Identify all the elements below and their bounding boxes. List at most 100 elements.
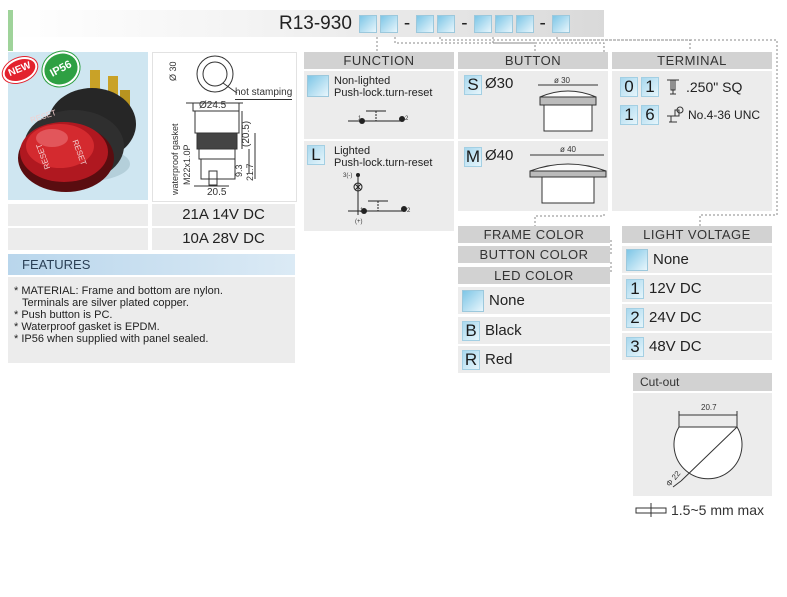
voltage-12v-label: 12V DC: [649, 280, 702, 297]
voltage-code-1: 1: [626, 278, 644, 299]
voltage-48v-label: 48V DC: [649, 338, 702, 355]
terminal-01-label: .250" SQ: [686, 79, 743, 95]
terminal-option-16: 1 6 No.4-36 UNC: [620, 105, 760, 125]
function-1-pin1: 1: [358, 116, 362, 122]
cutout-title: Cut-out: [640, 375, 680, 389]
button-option-s: S Ø30 ø 30: [458, 71, 608, 139]
dimension-drawing: Ø 30 hot stamping Ø24.5 (20.5) waterproo…: [152, 52, 297, 202]
terminal-title: TERMINAL: [657, 53, 727, 68]
button-color-header: BUTTON COLOR: [458, 246, 610, 263]
voltage-header: LIGHT VOLTAGE: [622, 226, 772, 243]
code-slot-button-color: [494, 15, 513, 33]
cutout-thickness: 1.5~5 mm max: [634, 502, 764, 518]
rating-cell-2-left: [8, 228, 148, 250]
frame-color-title: FRAME COLOR: [483, 227, 585, 242]
button-color-title: BUTTON COLOR: [479, 247, 589, 262]
rating-2-text: 10A 28V DC: [182, 230, 265, 247]
led-color-title: LED COLOR: [494, 268, 574, 283]
terminal-code-0: 0: [620, 77, 638, 97]
button-s-drawing-icon: [538, 84, 598, 132]
code-slot-frame-color: [473, 15, 492, 33]
panel-thickness-icon: [635, 503, 667, 517]
button-s-label: Ø30: [485, 75, 514, 92]
function-option-lighted: L Lighted Push-lock.turn-reset 3(-) (+) …: [304, 141, 454, 231]
button-option-m: M Ø40 ø 40: [458, 141, 608, 211]
separator: -: [403, 13, 411, 34]
dim-20-5-bottom: 20.5: [207, 187, 227, 198]
cutout-shape-icon: [672, 411, 743, 488]
color-option-none: None: [458, 287, 610, 314]
code-slot-button: [379, 15, 398, 33]
function-2-line1: Lighted: [334, 145, 371, 157]
rating-1-text: 21A 14V DC: [182, 206, 265, 223]
color-black-label: Black: [485, 322, 522, 339]
dim-hot-stamping: hot stamping: [235, 87, 293, 100]
separator: -: [539, 13, 546, 34]
new-badge-text: NEW: [6, 60, 33, 80]
product-illustration: [18, 70, 136, 192]
feature-line: * IP56 when supplied with panel sealed.: [14, 333, 209, 345]
function-code-blank: [307, 75, 329, 97]
function-1-line2: Push-lock.turn-reset: [334, 87, 433, 99]
voltage-option-12v: 1 12V DC: [622, 275, 772, 302]
button-m-drawing-icon: [529, 154, 607, 204]
dim-thread: M22x1.0P: [182, 144, 192, 185]
button-code-s: S: [464, 75, 482, 95]
button-m-dim: ø 40: [560, 145, 577, 154]
features-header: FEATURES: [8, 254, 295, 275]
terminal-option-01: 0 1 .250" SQ: [620, 77, 742, 97]
frame-color-header: FRAME COLOR: [458, 226, 610, 243]
terminal-header: TERMINAL: [612, 52, 772, 69]
button-code-m: M: [464, 147, 482, 167]
terminal-options: 0 1 .250" SQ 1 6 No.4-36 UNC: [612, 71, 772, 211]
function-2-pin1: 1: [360, 208, 364, 214]
terminal-code-1: 1: [641, 77, 659, 97]
color-code-r: R: [462, 349, 480, 370]
cutout-width: 20.7: [701, 403, 717, 412]
switch-symbol-icon: [348, 110, 405, 124]
rating-1: 21A 14V DC: [152, 204, 295, 226]
code-slot-led-color: [515, 15, 534, 33]
product-photo: RESET RESET RESET: [8, 52, 148, 200]
color-option-red: R Red: [458, 346, 610, 373]
ip56-badge-text: IP56: [48, 58, 74, 80]
rating-2: 10A 28V DC: [152, 228, 295, 250]
color-none-label: None: [489, 292, 525, 309]
led-color-header: LED COLOR: [458, 267, 610, 284]
code-slot-voltage: [551, 15, 570, 33]
button-s-dim: ø 30: [554, 76, 571, 85]
screw-terminal-icon: [667, 106, 684, 123]
dim-20-5-side: (20.5): [241, 120, 252, 147]
terminal-16-label: No.4-36 UNC: [688, 108, 761, 122]
features-title: FEATURES: [22, 257, 91, 272]
lamp-switch-symbol-icon: [348, 173, 407, 215]
voltage-title: LIGHT VOLTAGE: [643, 227, 751, 242]
dim-21-7: 21.7: [245, 163, 255, 181]
function-code-l: L: [307, 145, 325, 165]
voltage-code-2: 2: [626, 307, 644, 328]
button-m-label: Ø40: [485, 147, 514, 164]
cutout-header: Cut-out: [633, 373, 772, 391]
feature-line: Terminals are silver plated copper.: [22, 297, 189, 309]
feature-line: * Waterproof gasket is EPDM.: [14, 321, 160, 333]
color-code-blank: [462, 289, 484, 312]
voltage-none-label: None: [653, 251, 689, 268]
function-1-line1: Non-lighted: [334, 75, 391, 87]
function-2-lamp-top: 3(-): [343, 173, 353, 179]
separator: -: [461, 13, 468, 34]
voltage-code-3: 3: [626, 336, 644, 357]
color-red-label: Red: [485, 351, 513, 368]
code-slot-terminal-1: [416, 15, 435, 33]
button-title: BUTTON: [504, 53, 562, 68]
title-bar-accent: [8, 10, 13, 51]
function-1-pin2: 2: [405, 116, 409, 122]
features-list: * MATERIAL: Frame and bottom are nylon. …: [8, 277, 295, 363]
function-2-line2: Push-lock.turn-reset: [334, 157, 433, 169]
code-slot-terminal-2: [437, 15, 456, 33]
cutout-thickness-label: 1.5~5 mm max: [671, 502, 764, 518]
function-2-lamp-bottom: (+): [355, 219, 363, 225]
dim-dia24-5: Ø24.5: [199, 100, 227, 111]
quick-connect-terminal-icon: [667, 79, 679, 95]
function-header: FUNCTION: [304, 52, 454, 69]
